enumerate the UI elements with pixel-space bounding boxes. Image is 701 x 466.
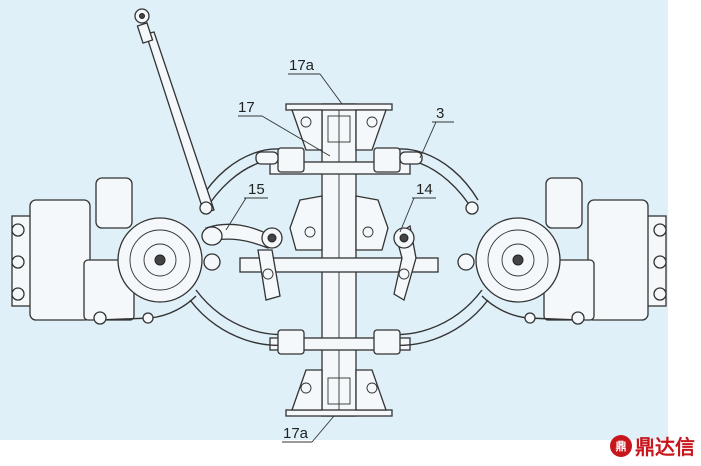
center-brackets: [289, 195, 389, 251]
steering-drag-link: [134, 8, 215, 214]
lower-control-arms: [189, 289, 489, 355]
upper-control-arms: [199, 147, 479, 213]
right-hub-assembly: [457, 177, 667, 325]
callout-labels: 17a 17 3 15 14 17a: [238, 57, 444, 442]
callout-14: 14: [416, 181, 433, 198]
callout-15: 15: [248, 181, 265, 198]
callout-leaders: [225, 73, 454, 443]
inner-links: [201, 223, 417, 301]
left-hub-assembly: [11, 177, 221, 325]
callout-17a-top: 17a: [289, 57, 315, 74]
callout-17: 17: [238, 99, 255, 116]
logo-mark: 鼎: [610, 434, 632, 457]
logo-text: 鼎达信: [635, 435, 695, 459]
callout-3: 3: [436, 105, 444, 122]
watermark-logo: 鼎 鼎达信: [610, 431, 695, 460]
callout-17a-bottom: 17a: [283, 425, 309, 442]
